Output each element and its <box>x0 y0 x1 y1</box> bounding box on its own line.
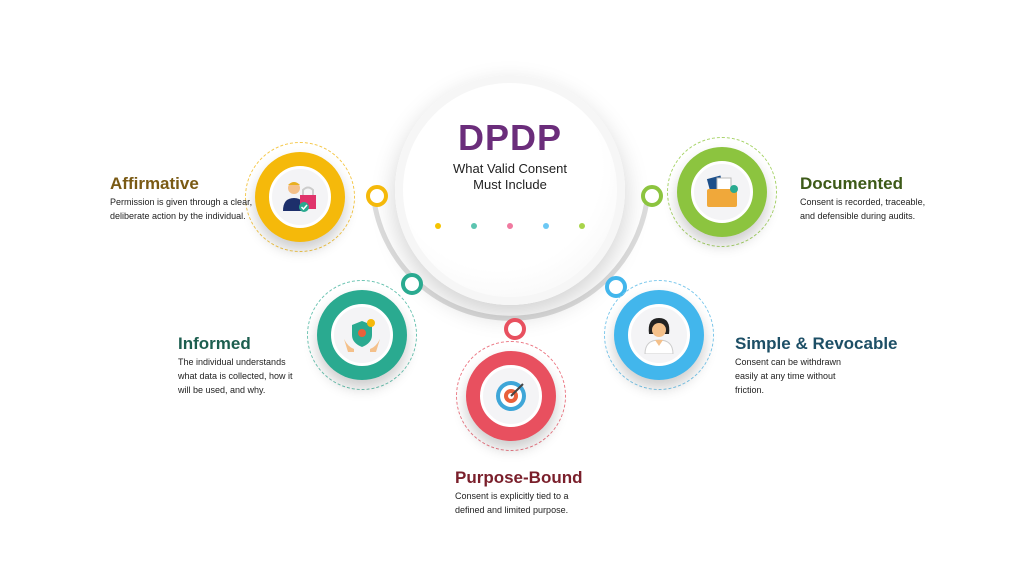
doctor-icon <box>628 304 690 366</box>
dot-teal <box>471 223 477 229</box>
dot-pink <box>507 223 513 229</box>
connector-documented <box>641 185 663 207</box>
title-affirmative: Affirmative <box>110 174 199 193</box>
title-informed: Informed <box>178 334 251 353</box>
title-simple-revocable: Simple & Revocable <box>735 334 898 353</box>
node-affirmative <box>245 142 355 252</box>
connector-affirmative <box>366 185 388 207</box>
center-circle: DPDP What Valid Consent Must Include <box>395 75 625 305</box>
shield-hands-icon <box>331 304 393 366</box>
dot-yellow <box>435 223 441 229</box>
connector-informed <box>401 273 423 295</box>
desc-informed: The individual understands what data is … <box>178 357 293 395</box>
node-documented <box>667 137 777 247</box>
subtitle-line-2: Must Include <box>473 177 547 192</box>
connector-simple-revocable <box>605 276 627 298</box>
desc-affirmative: Permission is given through a clear, del… <box>110 197 253 221</box>
desc-simple-revocable: Consent can be withdrawn easily at any t… <box>735 357 842 395</box>
title-documented: Documented <box>800 174 903 193</box>
subtitle-line-1: What Valid Consent <box>453 161 567 176</box>
dot-green <box>579 223 585 229</box>
person-consent-icon <box>269 166 331 228</box>
node-purpose-bound <box>456 341 566 451</box>
folder-documents-icon <box>691 161 753 223</box>
desc-documented: Consent is recorded, traceable, and defe… <box>800 197 926 221</box>
dot-blue <box>543 223 549 229</box>
title-purpose-bound: Purpose-Bound <box>455 468 583 487</box>
node-informed <box>307 280 417 390</box>
desc-purpose-bound: Consent is explicitly tied to a defined … <box>455 491 569 515</box>
target-icon <box>480 365 542 427</box>
connector-purpose-bound <box>504 318 526 340</box>
center-title: DPDP <box>457 117 563 158</box>
center-subtitle: What Valid Consent Must Include <box>395 161 625 193</box>
node-simple-revocable <box>604 280 714 390</box>
color-dots <box>395 223 625 229</box>
